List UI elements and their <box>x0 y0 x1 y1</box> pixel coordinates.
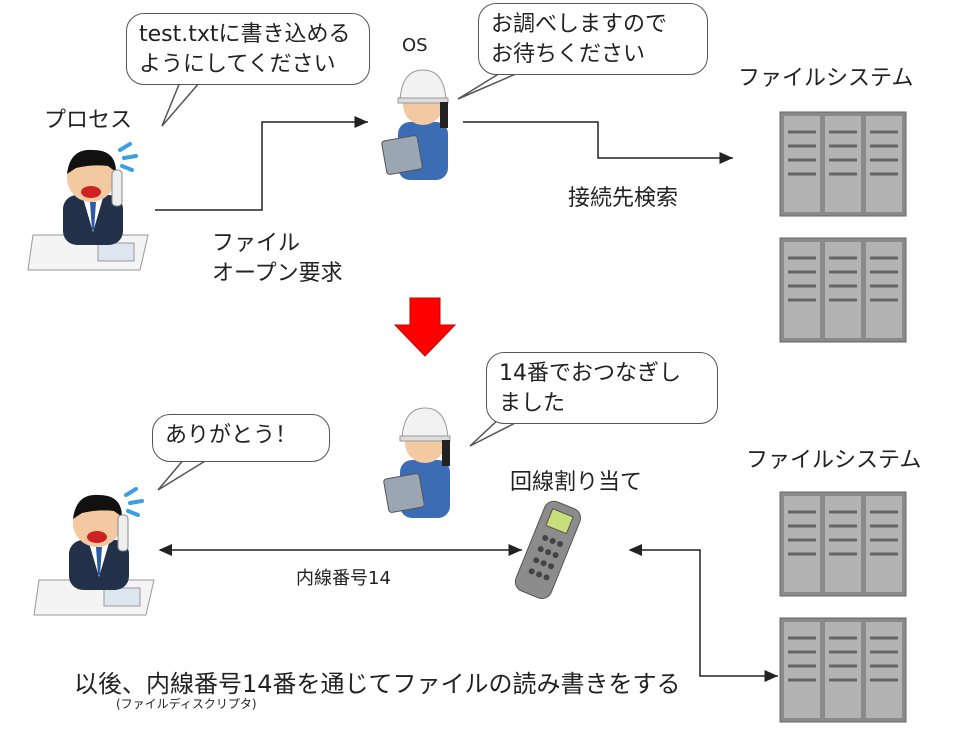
os-worker-icon <box>383 407 451 518</box>
bubble-line: ました <box>499 391 566 416</box>
os-worker-icon <box>381 69 449 180</box>
bubble-line: 14番でおつなぎし <box>499 361 681 386</box>
bubble-line: ありがとう！ <box>165 423 298 448</box>
file-system-label: ファイルシステム <box>746 448 922 473</box>
extension-label: 内線番号14 <box>296 568 391 589</box>
process-person-icon <box>27 142 149 271</box>
fs-link-arrow <box>628 544 778 682</box>
os-speech-bubble: 14番でおつなぎし ました <box>486 352 718 424</box>
line-assign-label: 回線割り当て <box>510 470 643 495</box>
process-speech-bubble: ありがとう！ <box>152 414 330 462</box>
process-person-icon <box>33 487 155 616</box>
bubble-tail <box>161 81 202 127</box>
request-arrow <box>155 116 368 211</box>
phone-handset-icon <box>514 500 582 599</box>
bubble-line: ようにしてください <box>139 52 336 77</box>
bubble-line: お待ちください <box>491 42 646 67</box>
file-system-label: ファイルシステム <box>738 66 914 91</box>
request-label-line1: ファイル <box>212 231 301 256</box>
file-server-icon <box>779 491 907 597</box>
request-label-line2: オープン要求 <box>212 261 343 286</box>
bubble-line: test.txtに書き込める <box>139 22 351 47</box>
file-server-icon <box>779 617 907 723</box>
os-speech-bubble: お調べしますので お待ちください <box>478 3 708 75</box>
transition-arrow-icon <box>393 297 457 357</box>
os-label: OS <box>402 35 428 56</box>
process-speech-bubble: test.txtに書き込める ようにしてください <box>126 13 370 85</box>
bubble-line: お調べしますので <box>491 12 668 37</box>
file-server-icon <box>779 237 907 343</box>
search-label: 接続先検索 <box>568 186 679 211</box>
process-label: プロセス <box>44 108 133 133</box>
file-server-icon <box>779 111 907 217</box>
summary-note: (ファイルディスクリプタ) <box>116 697 257 711</box>
summary-text: 以後、内線番号14番を通じてファイルの読み書きをする <box>74 670 681 698</box>
search-arrow <box>463 121 733 164</box>
bubble-tail <box>157 457 213 491</box>
